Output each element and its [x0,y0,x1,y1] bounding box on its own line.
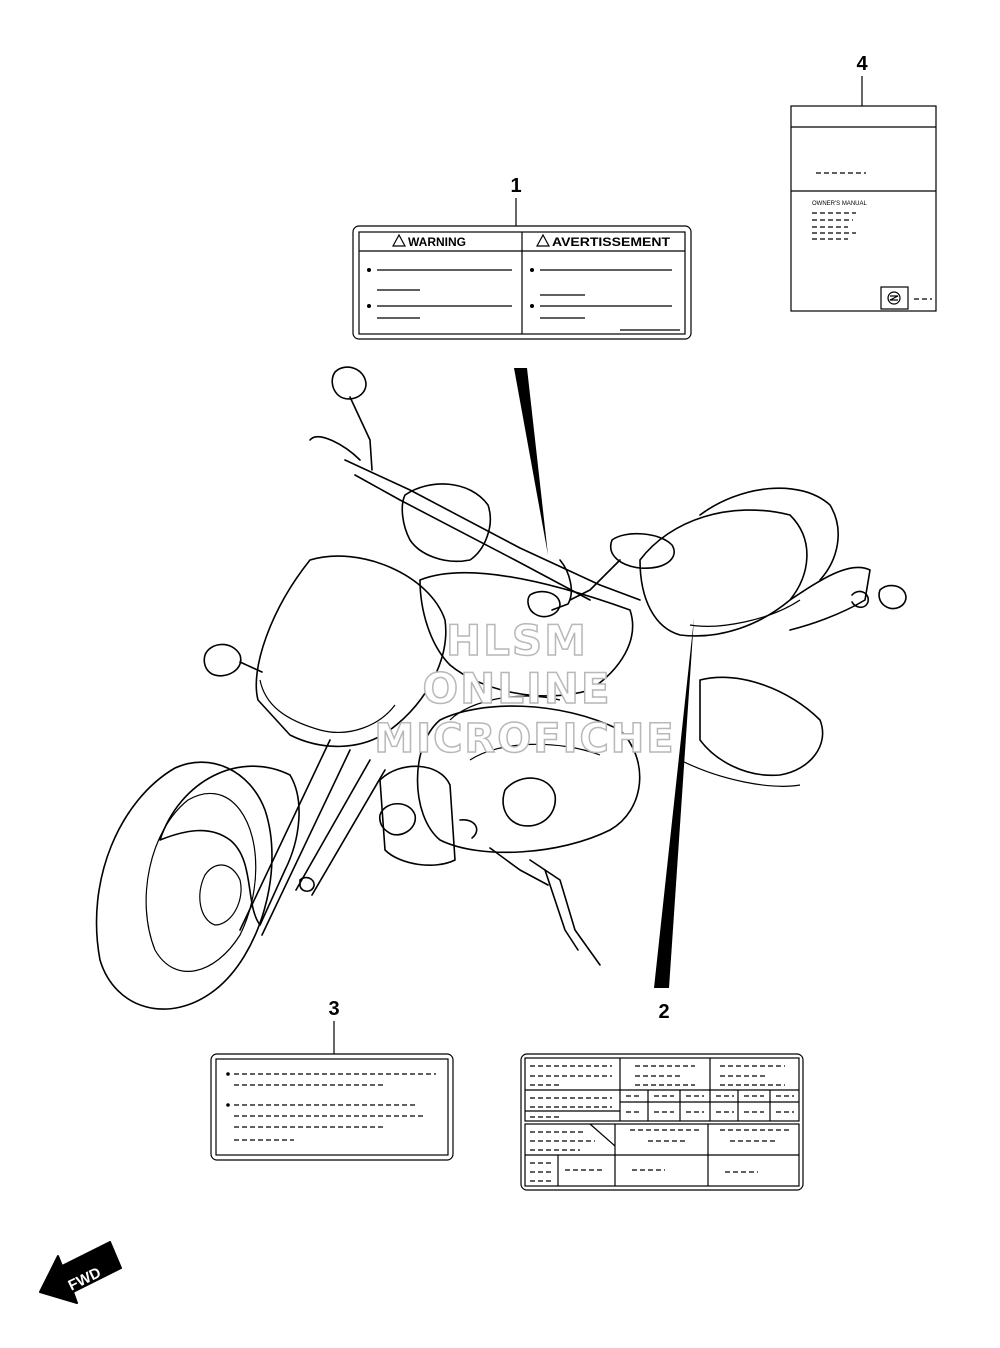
part-2-info-label[interactable]: 2 [520,1001,804,1191]
warning-triangle-icon [535,233,551,247]
callout-number-2: 2 [658,1001,669,1023]
callout-number-1: 1 [510,175,521,197]
warning-triangle-icon [391,233,407,247]
manual-title: OWNER'S MANUAL [812,201,867,207]
label-3-inner [215,1058,449,1156]
label-1-left-heading: WARNING [408,235,466,249]
motorcycle-drawing [95,366,907,1010]
label-3-frame [210,1053,454,1161]
watermark-line-1: HLSM [446,616,588,665]
label-1-frame [352,225,692,340]
brand-logo-icon [887,291,901,305]
callout-number-3: 3 [328,998,339,1020]
leader-wedge-2 [654,618,694,988]
callout-number-4: 4 [856,53,868,75]
watermark-line-3: MICROFICHE [374,716,675,762]
fwd-arrow-icon: FWD [39,1241,122,1304]
watermark-line-2: ONLINE [422,664,611,713]
part-4-owners-manual[interactable]: 4 OWNER'S MANUAL [790,53,937,312]
part-3-label[interactable]: 3 [210,998,454,1161]
label-1-right-heading: AVERTISSEMENT [552,235,671,249]
watermark: HLSM ONLINE MICROFICHE [374,615,675,763]
manual-cover [790,105,937,312]
leader-wedge-1 [514,368,548,555]
part-1-warning-label[interactable]: 1 WARNING AVERTISSEMENT [352,175,692,340]
label-2-frame [520,1053,804,1191]
